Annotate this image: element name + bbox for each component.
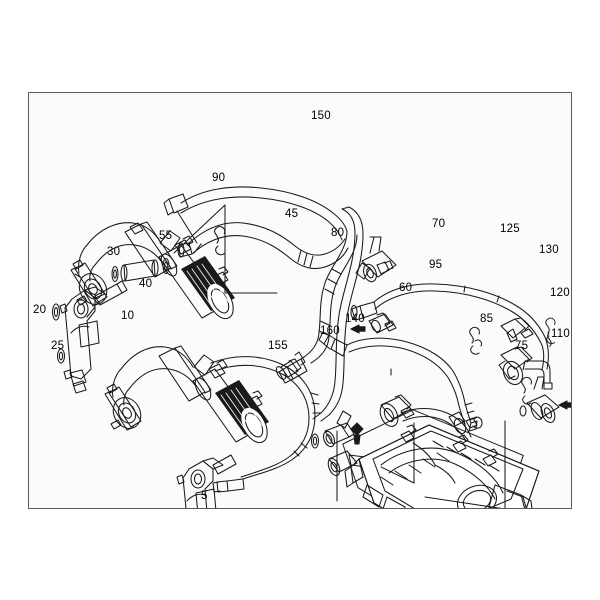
sensor-125-part [500, 317, 534, 343]
callout-85: 85 [480, 313, 494, 325]
callout-140: 140 [345, 313, 365, 325]
seal-30-part [111, 265, 119, 283]
callout-95: 95 [429, 259, 443, 271]
hose-150-part [312, 206, 364, 422]
seal-55-part [162, 257, 170, 275]
callout-10: 10 [121, 310, 135, 322]
tank-10-part [59, 280, 128, 394]
parts-illustration [51, 186, 571, 508]
leader-line-90 [177, 221, 197, 239]
hose-lower-loop [210, 356, 321, 493]
leader-bracket-right-b [380, 422, 415, 484]
callout-160: 160 [320, 325, 340, 337]
callout-30: 30 [107, 246, 121, 258]
leader-bracket-right-a [424, 420, 506, 508]
callout-110: 110 [551, 328, 570, 340]
callout-155: 155 [268, 340, 288, 352]
hose-140-part [379, 394, 483, 444]
callout-25: 25 [51, 340, 65, 352]
clip-130-part [545, 317, 556, 347]
seal-20-part [51, 303, 61, 321]
valve-150-flange [355, 236, 397, 283]
valve-120-part [498, 346, 553, 390]
diagram-frame: 5 10 20 25 30 40 45 55 60 70 75 80 85 90… [28, 92, 572, 509]
clip-90-part [214, 226, 226, 256]
lower-turbo-duct-assembly [104, 345, 269, 444]
pipe-70-part [350, 283, 549, 371]
callout-125: 125 [500, 223, 520, 235]
callout-130: 130 [539, 244, 559, 256]
callout-55: 55 [159, 230, 173, 242]
leader-bracket-center-right [336, 430, 338, 502]
callout-80: 80 [331, 227, 345, 239]
connector-110-part [519, 376, 571, 423]
bolt-160-part [350, 422, 364, 445]
seal-155-part [310, 433, 320, 449]
callout-150: 150 [311, 110, 331, 122]
callout-20: 20 [33, 304, 47, 316]
callout-45: 45 [285, 208, 299, 220]
callout-60: 60 [399, 282, 413, 294]
leader-bracket-left [173, 204, 278, 294]
clip-85-part [521, 376, 532, 405]
sleeve-40-part [120, 259, 159, 282]
callout-90: 90 [212, 172, 226, 184]
intake-manifold-part [342, 409, 540, 508]
callout-5: 5 [201, 490, 208, 502]
lower-tank-part [176, 454, 237, 508]
connector-80-block [368, 312, 397, 334]
callout-70: 70 [432, 218, 446, 230]
upper-turbo-duct-assembly [70, 186, 349, 320]
connector-155-block [322, 410, 355, 448]
bolt-80-part [350, 324, 366, 334]
callout-120: 120 [550, 287, 570, 299]
clip-95-part [469, 326, 483, 355]
callout-40: 40 [139, 278, 153, 290]
seal-25-part [56, 348, 66, 364]
callout-75: 75 [515, 340, 529, 352]
hose-45-part [275, 230, 358, 384]
